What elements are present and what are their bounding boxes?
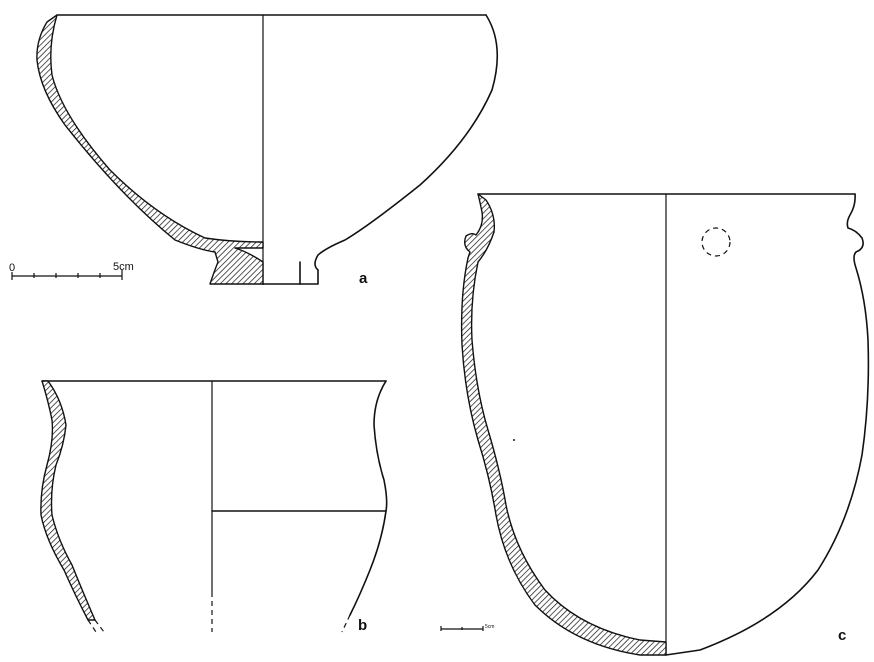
figure-c-label: c bbox=[838, 627, 846, 644]
figure-a-label: a bbox=[359, 270, 368, 287]
vessel-a-profile bbox=[262, 14, 499, 285]
scale-bar-c bbox=[440, 626, 484, 631]
vessel-c-section bbox=[460, 193, 667, 656]
vessel-b-section-dashed bbox=[94, 619, 105, 633]
scale-bar-c-end: 5cm bbox=[485, 624, 494, 630]
speck-mark bbox=[513, 439, 515, 441]
vessel-b-profile bbox=[349, 380, 388, 616]
scale-bar-a bbox=[11, 270, 123, 280]
scale-bar-a-start: 0 bbox=[9, 262, 15, 274]
figure-b-label: b bbox=[358, 617, 367, 634]
vessel-c-perforation bbox=[701, 227, 731, 257]
vessel-b bbox=[40, 380, 388, 633]
vessel-b-section bbox=[40, 380, 96, 621]
vessel-a-section bbox=[36, 14, 264, 285]
vessel-c-profile bbox=[665, 193, 870, 656]
scale-bar-a-end: 5cm bbox=[113, 261, 134, 273]
vessel-a bbox=[36, 14, 499, 285]
vessel-c bbox=[460, 193, 870, 656]
